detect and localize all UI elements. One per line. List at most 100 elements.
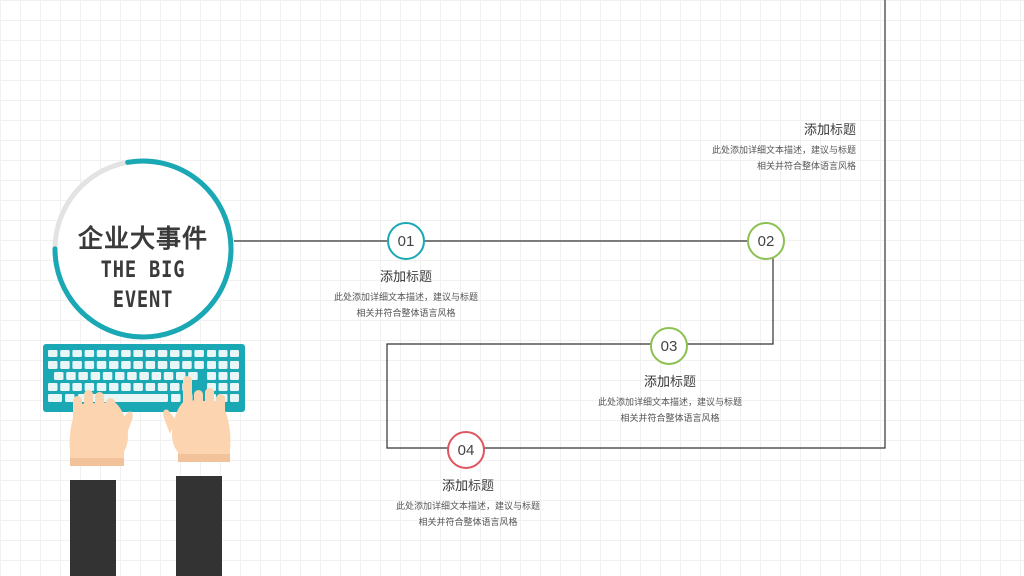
keyboard-key xyxy=(170,350,180,357)
keyboard-key xyxy=(48,383,58,391)
keyboard-key xyxy=(194,361,204,369)
event-heading-a: 添加 xyxy=(379,269,406,284)
sleeves-graphic xyxy=(70,476,222,576)
title-english-line1: THE BIG xyxy=(100,258,186,283)
keyboard-key xyxy=(170,383,180,391)
keyboard-key xyxy=(84,350,95,357)
event-node-04: 04 xyxy=(447,431,485,469)
keyboard-key xyxy=(230,394,239,402)
keyboard-key xyxy=(84,383,95,391)
event-desc-line1: 此处添加详细文本描述，建议与标题 xyxy=(711,145,856,155)
keyboard-key xyxy=(145,361,156,369)
event-node-01: 01 xyxy=(387,222,425,260)
event-heading: 添加标题 xyxy=(570,371,770,390)
keyboard-key xyxy=(65,394,75,402)
title-block: 企业大事件 THE BIG EVENT xyxy=(52,222,234,316)
keyboard-key xyxy=(90,372,101,380)
keyboard-key xyxy=(121,361,131,369)
event-desc-line2: 相关并符合整体语言风格 xyxy=(756,161,856,171)
event-node-03: 03 xyxy=(650,327,688,365)
keyboard-key xyxy=(133,361,143,369)
event-heading-a: 添加 xyxy=(643,374,670,389)
keyboard-key xyxy=(171,394,181,402)
keyboard-key xyxy=(157,350,168,357)
keyboard-key xyxy=(96,361,107,369)
keyboard-key xyxy=(121,350,131,357)
keyboard-typing-illustration xyxy=(43,344,245,576)
keyboard-key xyxy=(133,383,143,391)
event-text-04: 添加标题 此处添加详细文本描述，建议与标题 相关并符合整体语言风格 xyxy=(368,475,568,530)
event-number: 01 xyxy=(397,232,415,250)
event-desc-line2: 相关并符合整体语言风格 xyxy=(620,413,720,423)
event-text-01: 添加标题 此处添加详细文本描述，建议与标题 相关并符合整体语言风格 xyxy=(306,266,506,321)
keyboard-key xyxy=(60,361,70,369)
event-text-03: 添加标题 此处添加详细文本描述，建议与标题 相关并符合整体语言风格 xyxy=(570,371,770,426)
title-ring xyxy=(52,158,234,340)
left-hand-icon xyxy=(69,390,133,466)
keyboard-key xyxy=(127,372,137,380)
event-desc-line2: 相关并符合整体语言风格 xyxy=(418,517,518,527)
keyboard-key xyxy=(78,372,88,380)
keyboard-key xyxy=(109,383,119,391)
keyboard-key xyxy=(230,383,239,391)
keyboard-key xyxy=(145,350,156,357)
event-node-02: 02 xyxy=(747,222,785,260)
keyboard-key xyxy=(48,394,62,402)
keyboard-key xyxy=(230,350,239,357)
keyboard-key xyxy=(48,350,58,357)
keyboard-key xyxy=(96,383,107,391)
event-number: 03 xyxy=(660,337,678,355)
keyboard-key xyxy=(96,350,107,357)
keyboard-key xyxy=(157,361,168,369)
keyboard-key xyxy=(207,372,216,380)
keyboard-key xyxy=(182,361,192,369)
event-heading-b: 标题 xyxy=(406,269,433,284)
event-desc-line2: 相关并符合整体语言风格 xyxy=(356,308,456,318)
event-heading-b: 标题 xyxy=(829,122,856,137)
keyboard-key xyxy=(163,372,174,380)
keyboard-key xyxy=(72,350,82,357)
event-heading-a: 添加 xyxy=(803,122,830,137)
event-heading: 添加标题 xyxy=(368,475,568,494)
event-number: 04 xyxy=(457,441,475,459)
keyboard-key xyxy=(145,383,156,391)
event-heading-a: 添加 xyxy=(441,478,468,493)
keyboard-key xyxy=(170,361,180,369)
keyboard-key xyxy=(66,372,76,380)
keyboard-key xyxy=(72,383,82,391)
keyboard-key xyxy=(218,372,228,380)
keyboard-key xyxy=(207,350,216,357)
keyboard-key xyxy=(48,361,58,369)
event-number: 02 xyxy=(757,232,775,250)
event-heading: 添加标题 xyxy=(306,266,506,285)
keyboard-key xyxy=(109,361,119,369)
keyboard-key xyxy=(133,350,143,357)
keyboard-key xyxy=(230,372,239,380)
keyboard-key xyxy=(72,361,82,369)
keyboard-key xyxy=(230,361,239,369)
keyboard-key xyxy=(121,383,131,391)
event-heading: 添加标题 xyxy=(656,119,856,138)
keyboard-key xyxy=(182,350,192,357)
keyboard-key xyxy=(157,383,168,391)
event-desc-line1: 此处添加详细文本描述，建议与标题 xyxy=(597,397,742,407)
event-text-02: 添加标题 此处添加详细文本描述，建议与标题 相关并符合整体语言风格 xyxy=(656,119,856,174)
event-desc-line1: 此处添加详细文本描述，建议与标题 xyxy=(395,501,540,511)
keyboard-key xyxy=(60,383,70,391)
keyboard-key xyxy=(84,361,95,369)
event-desc-line1: 此处添加详细文本描述，建议与标题 xyxy=(333,292,478,302)
title-chinese: 企业大事件 xyxy=(77,225,208,253)
keyboard-key xyxy=(60,350,70,357)
timeline-path xyxy=(234,0,886,449)
right-hand-icon xyxy=(163,376,231,462)
event-heading-b: 标题 xyxy=(468,478,495,493)
keyboard-key xyxy=(218,350,228,357)
keyboard-key xyxy=(109,350,119,357)
keyboard-key xyxy=(54,372,64,380)
keyboard-key xyxy=(151,372,162,380)
keyboard-key xyxy=(102,372,113,380)
keyboard-key xyxy=(218,383,228,391)
keyboard-key xyxy=(207,361,216,369)
event-heading-b: 标题 xyxy=(670,374,697,389)
keyboard-key xyxy=(218,361,228,369)
